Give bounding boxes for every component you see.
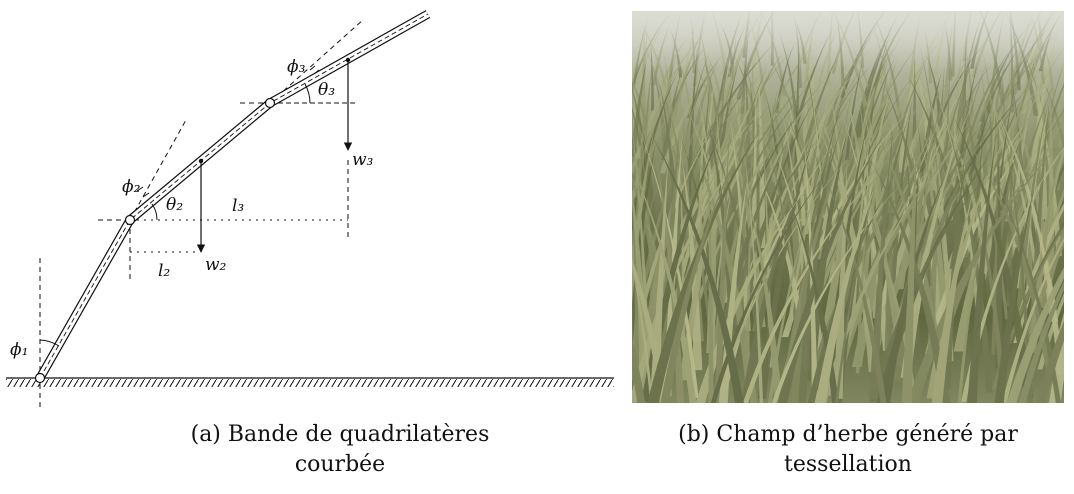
label-phi2: ϕ₂ — [122, 177, 141, 197]
bent-quad-strip-diagram: ϕ₁ ϕ₂ ϕ₃ θ₂ θ₃ l₂ l₃ w₂ w₃ — [6, 10, 614, 410]
label-theta3: θ₃ — [318, 80, 335, 100]
grass-blades — [632, 11, 1064, 403]
angle-arcs — [39, 65, 320, 347]
joints — [34, 97, 276, 384]
label-phi3: ϕ₃ — [287, 57, 306, 77]
reference-lines — [39, 18, 365, 410]
caption-a-line1: (a) Bande de quadrilatères — [190, 422, 490, 447]
label-l2: l₂ — [158, 261, 170, 281]
caption-a: (a) Bande de quadrilatères courbée — [120, 420, 560, 480]
caption-a-line2: courbée — [294, 452, 386, 477]
caption-b-line1: (b) Champ d’herbe généré par — [678, 422, 1018, 447]
caption-b: (b) Champ d’herbe généré par tessellatio… — [632, 420, 1064, 480]
grass-field-render — [632, 11, 1064, 403]
label-phi1: ϕ₁ — [10, 340, 28, 360]
label-w3: w₃ — [352, 150, 374, 170]
weight-arrows — [196, 60, 353, 253]
ground — [6, 377, 614, 387]
label-theta2: θ₂ — [166, 195, 183, 215]
label-l3: l₃ — [232, 196, 244, 216]
label-w2: w₂ — [205, 255, 227, 275]
caption-b-line2: tessellation — [784, 452, 912, 477]
